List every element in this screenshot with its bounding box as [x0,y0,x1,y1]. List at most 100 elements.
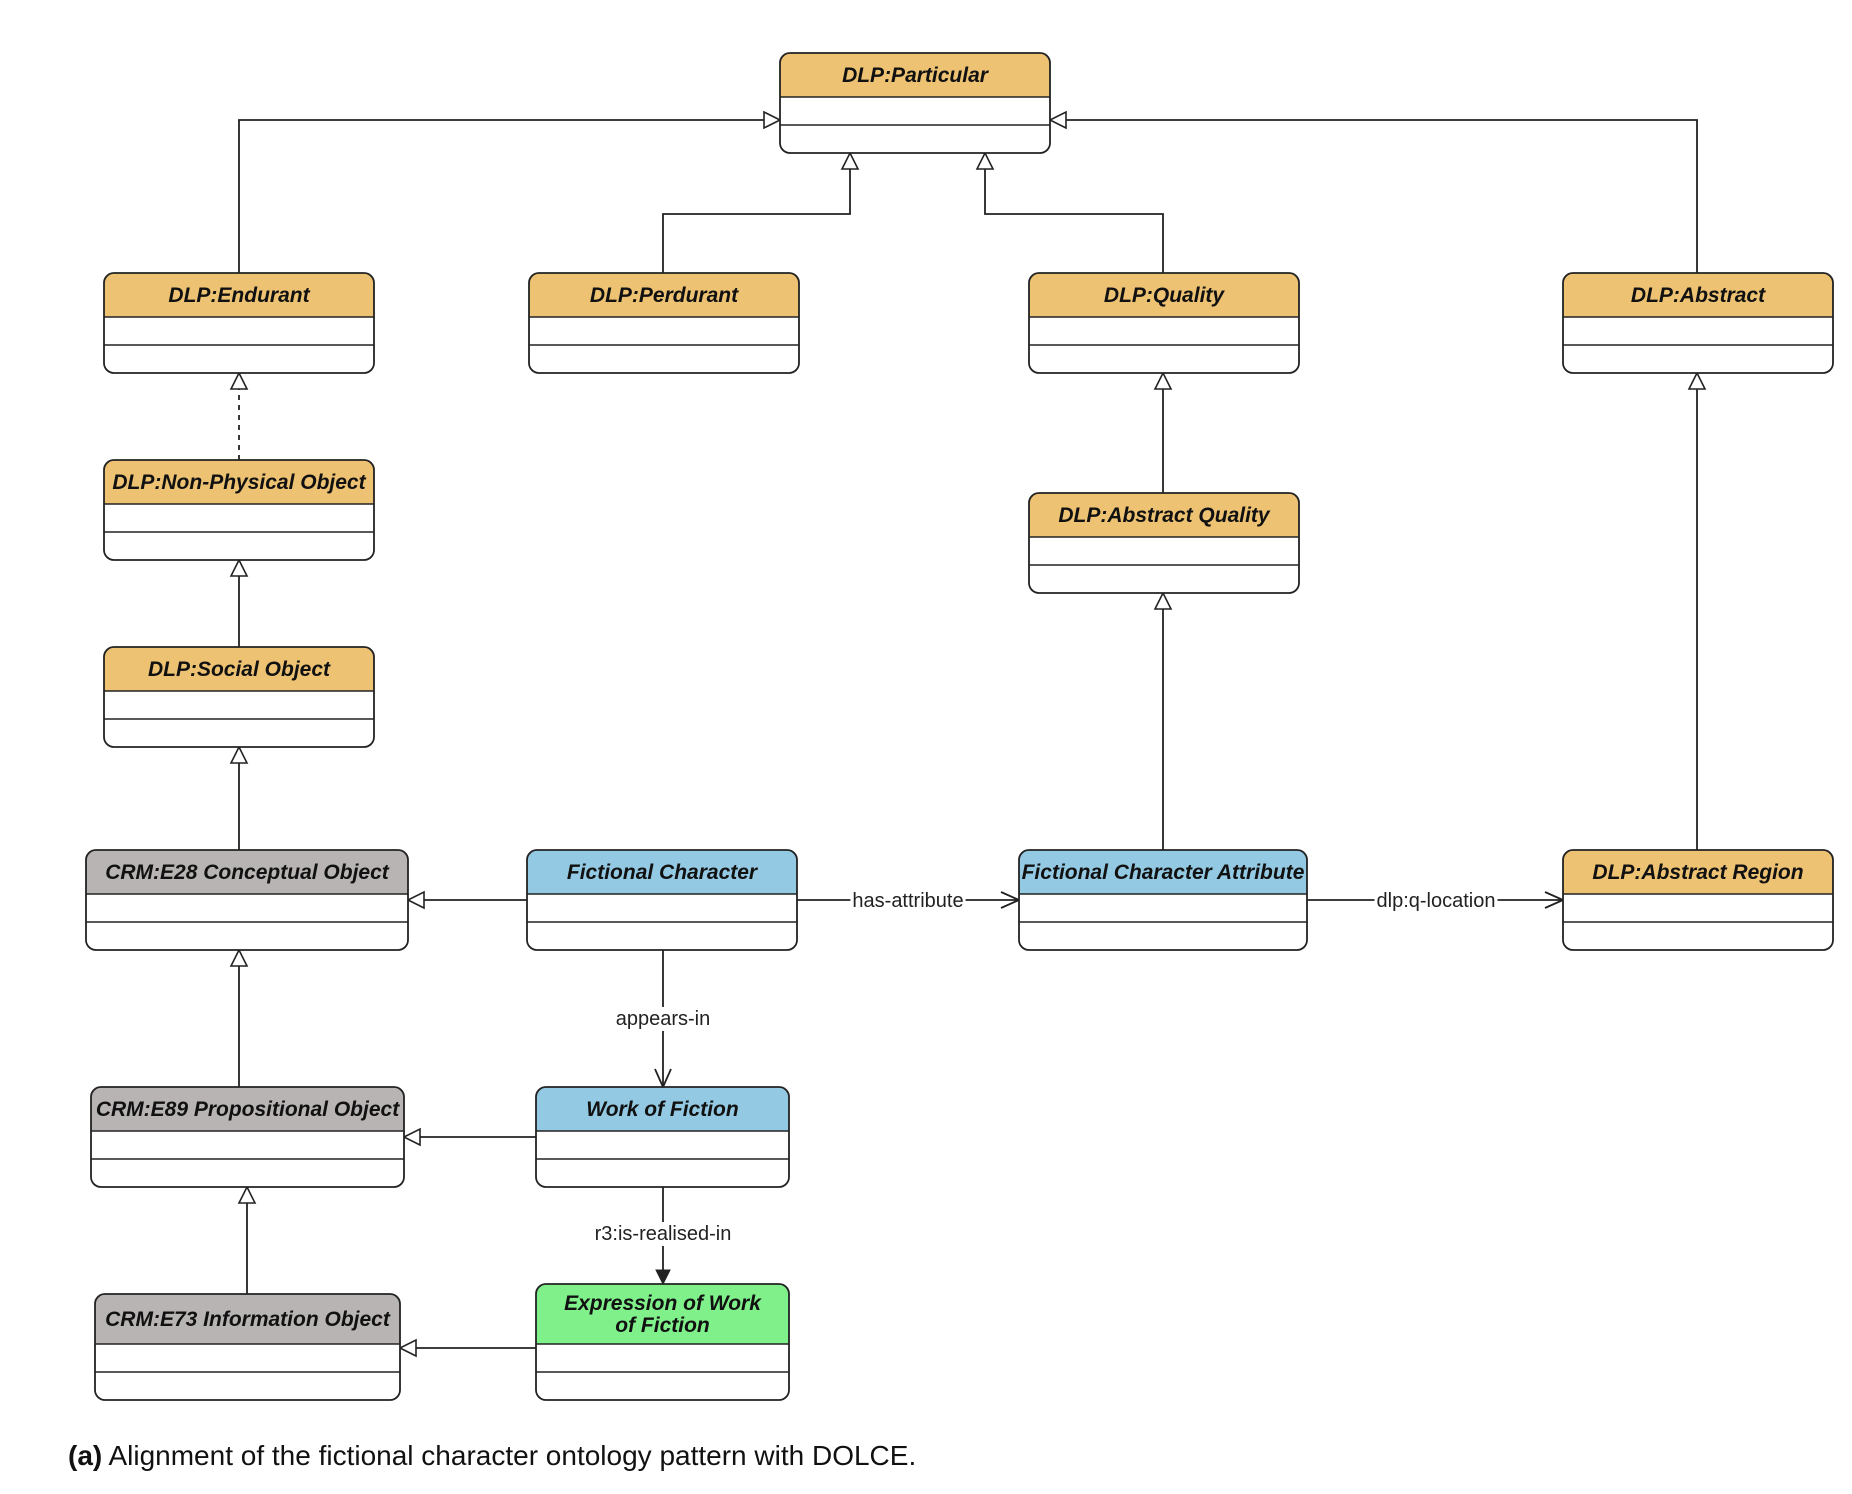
relation-label-fictional-character-to-work-of-fiction: appears-in [616,1008,711,1030]
class-title: DLP:Abstract Quality [1058,504,1271,527]
class-title: Fictional Character Attribute [1022,861,1305,884]
class-title: CRM:E28 Conceptual Object [105,861,390,884]
class-title-line: Fictional Character Attribute [1022,861,1305,884]
class-title: Work of Fiction [586,1098,738,1121]
class-header [104,647,374,691]
class-title: DLP:Particular [842,64,990,87]
class-header [1563,850,1833,894]
class-title-line: DLP:Social Object [148,658,331,681]
class-border [1562,272,1834,374]
class-border [535,1086,790,1188]
class-fictional-character: Fictional Character [526,849,798,951]
relation-label-fictional-character-to-fc-attribute: has-attribute [852,890,963,912]
class-border [90,1086,405,1188]
class-title-line: DLP:Abstract Region [1592,861,1803,884]
class-title: DLP:Endurant [168,284,310,307]
class-header [86,850,408,894]
class-border [526,849,798,951]
class-title: CRM:E89 Propositional Object [96,1098,400,1121]
class-header [527,850,797,894]
class-work-of-fiction: Work of Fiction [535,1086,790,1188]
class-border [94,1293,401,1401]
relation-label-fc-attribute-to-abstract-region: dlp:q-location [1377,890,1496,912]
relation-label-backdrop [592,1222,734,1246]
class-header [536,1284,789,1344]
class-title-line: DLP:Particular [842,64,990,87]
class-title-line: CRM:E89 Propositional Object [96,1098,400,1121]
class-title: Fictional Character [567,861,759,884]
class-e73: CRM:E73 Information Object [94,1293,401,1401]
class-header [780,53,1050,97]
class-title-line: Expression of Work [564,1292,762,1315]
class-abstract-quality: DLP:Abstract Quality [1028,492,1300,594]
relation-perdurant-to-particular [662,151,860,273]
class-header [1019,850,1307,894]
class-header [104,460,374,504]
class-border [1018,849,1308,951]
class-perdurant: DLP:Perdurant [528,272,800,374]
class-title: DLP:Abstract [1631,284,1766,307]
class-border [1562,849,1834,951]
class-title-line: DLP:Non-Physical Object [112,471,366,494]
class-social-object: DLP:Social Object [103,646,375,748]
class-fc-attribute: Fictional Character Attribute [1018,849,1308,951]
class-title-line: DLP:Abstract [1631,284,1766,307]
class-title-line: DLP:Quality [1104,284,1225,307]
relation-label-backdrop [1374,889,1498,913]
relation-label-backdrop [613,1007,713,1031]
class-title-line: DLP:Perdurant [590,284,739,307]
relations-layer [229,110,1707,1358]
relation-quality-to-particular [975,151,1164,273]
class-border [85,849,409,951]
class-title: DLP:Social Object [148,658,331,681]
relation-abstract-to-particular [1048,110,1698,273]
class-endurant: DLP:Endurant [103,272,375,374]
class-title: DLP:Non-Physical Object [112,471,366,494]
class-border [1028,492,1300,594]
class-border [779,52,1051,154]
class-abstract: DLP:Abstract [1562,272,1834,374]
class-title: DLP:Quality [1104,284,1225,307]
class-quality: DLP:Quality [1028,272,1300,374]
class-header [529,273,799,317]
class-header [104,273,374,317]
class-abstract-region: DLP:Abstract Region [1562,849,1834,951]
class-header [1029,273,1299,317]
class-title: CRM:E73 Information Object [105,1308,391,1331]
class-header [95,1294,400,1344]
class-border [103,459,375,561]
class-border [535,1283,790,1401]
class-border [1028,272,1300,374]
class-title-line: Work of Fiction [586,1098,738,1121]
class-title-line: CRM:E73 Information Object [105,1308,391,1331]
class-header [1029,493,1299,537]
class-title-line: DLP:Endurant [168,284,310,307]
class-border [103,272,375,374]
class-title: DLP:Abstract Region [1592,861,1803,884]
relation-endurant-to-particular [238,110,782,273]
relation-label-work-of-fiction-to-expression: r3:is-realised-in [595,1223,732,1245]
figure-caption: (a) Alignment of the fictional character… [68,1440,916,1472]
class-header [91,1087,404,1131]
class-border [528,272,800,374]
class-title: DLP:Perdurant [590,284,739,307]
class-title-line: DLP:Abstract Quality [1058,504,1271,527]
class-title-line: of Fiction [615,1314,709,1337]
class-border [103,646,375,748]
class-header [1563,273,1833,317]
class-non-physical-object: DLP:Non-Physical Object [103,459,375,561]
caption-text: Alignment of the fictional character ont… [108,1440,917,1471]
relation-labels-layer: has-attribute dlp:q-location appears-in r3:… [592,889,1498,1246]
class-title-line: CRM:E28 Conceptual Object [105,861,390,884]
class-e89: CRM:E89 Propositional Object [90,1086,405,1188]
class-particular: DLP:Particular [779,52,1051,154]
caption-label: (a) [68,1440,103,1471]
relation-label-backdrop [850,889,966,913]
class-e28: CRM:E28 Conceptual Object [85,849,409,951]
class-header [536,1087,789,1131]
class-title-line: Fictional Character [567,861,759,884]
